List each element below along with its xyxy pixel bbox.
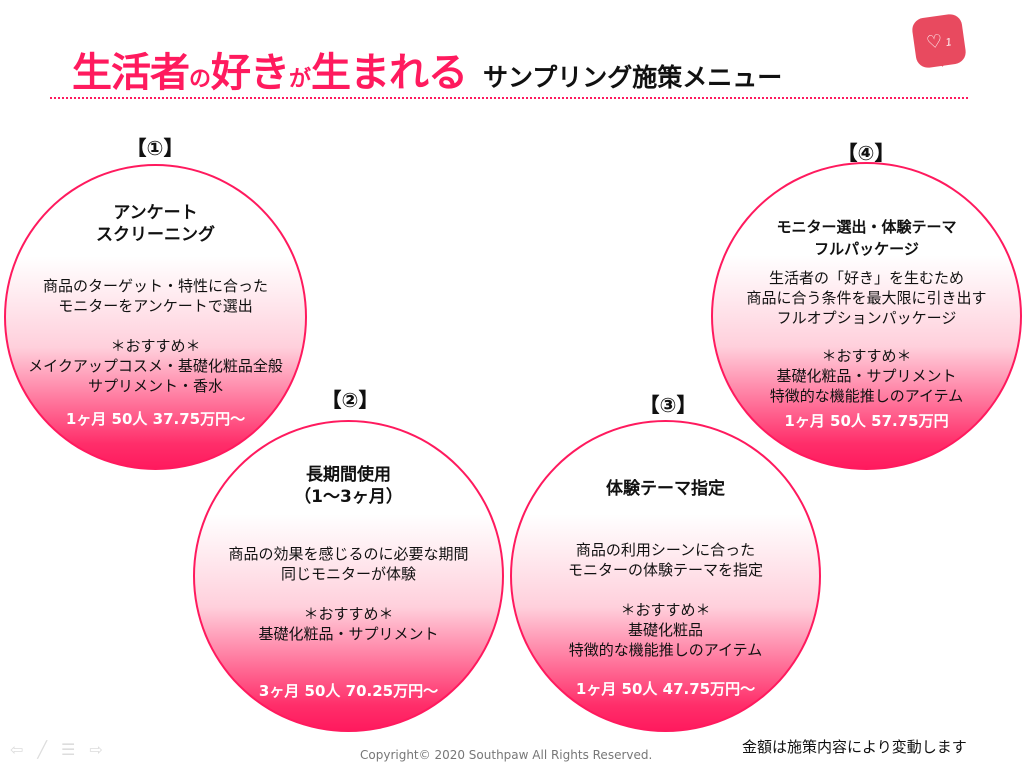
item-number: 【④】 [837,141,895,165]
menu-icon[interactable]: ☰ [61,740,76,759]
circle-text: 特徴的な機能推しのアイテム [568,641,763,659]
circle-text: 基礎化粧品・サプリメント [258,625,439,643]
circle-text: 商品のターゲット・特性に合った [42,277,268,295]
circle-text: メイクアップコスメ・基礎化粧品全般 [28,357,283,375]
circle-text: 生活者の「好き」を生むため [768,269,964,287]
item-number: 【①】 [126,136,184,160]
title-text: の [189,67,212,92]
title-text: 生まれる [311,50,468,96]
price-note: 金額は施策内容により変動します [742,738,967,756]
circle-text: ＊おすすめ＊ [110,337,201,355]
title-text: 生活者 [72,50,190,96]
circle-text: 基礎化粧品・サプリメント [776,367,957,385]
circle-text: フルオプションパッケージ [776,309,957,327]
circle-text: 同じモニターが体験 [280,565,416,583]
circle-title: フルパッケージ [814,240,919,258]
heart-icon: ♡ [924,30,944,54]
circle-title: （1〜3ヶ月） [294,487,403,507]
circle-title: アンケート [113,203,198,223]
circle-text: モニターをアンケートで選出 [58,297,253,315]
price: 1ヶ月 50人 47.75万円〜 [575,680,756,698]
menu-circle-4: モニター選出・体験テーマ フルパッケージ 生活者の「好き」を生むため 商品に合う… [711,162,1022,470]
like-badge: ♡1 [910,12,968,70]
item-number: 【②】 [321,388,379,412]
circle-text: 特徴的な機能推しのアイテム [769,387,964,405]
price: 1ヶ月 50人 37.75万円〜 [65,410,246,428]
item-number: 【③】 [639,393,697,417]
previous-arrow-icon[interactable]: ⇦ [10,740,24,759]
circle-title: 長期間使用 [306,465,391,485]
title-text: が [289,67,312,92]
subtitle: サンプリング施策メニュー [483,63,783,92]
circle-text: 基礎化粧品 [627,621,703,639]
circle-text: サプリメント・香水 [87,377,223,395]
next-arrow-icon[interactable]: ⇨ [89,740,103,759]
price: 3ヶ月 50人 70.25万円〜 [258,682,439,700]
menu-circle-2: 長期間使用 （1〜3ヶ月） 商品の効果を感じるのに必要な期間 同じモニターが体験… [193,420,504,732]
pen-icon[interactable]: ╱ [37,740,48,759]
menu-circle-3: 体験テーマ指定 商品の利用シーンに合った モニターの体験テーマを指定 ＊おすすめ… [510,420,821,732]
copyright: Copyright© 2020 Southpaw All Rights Rese… [360,748,653,762]
circle-text: ＊おすすめ＊ [303,605,394,623]
menu-circle-1: アンケート スクリーニング 商品のターゲット・特性に合った モニターをアンケート… [4,164,307,470]
page-title: 生活者の好きが生まれるサンプリング施策メニュー [72,40,782,98]
circle-text: モニターの体験テーマを指定 [567,561,763,579]
divider [50,97,968,99]
circle-text: ＊おすすめ＊ [821,347,912,365]
circle-title: スクリーニング [96,225,215,245]
circle-text: 商品の効果を感じるのに必要な期間 [228,545,469,563]
circle-text: 商品に合う条件を最大限に引き出す [746,289,987,307]
circle-title: 体験テーマ指定 [606,479,725,499]
like-count: 1 [944,36,953,49]
price: 1ヶ月 50人 57.75万円 [784,412,949,430]
slide-controls: ⇦ ╱ ☰ ⇨ [10,740,103,759]
circle-text: 商品の利用シーンに合った [575,541,756,559]
circle-text: ＊おすすめ＊ [620,601,711,619]
circle-title: モニター選出・体験テーマ [776,218,957,236]
title-text: 好き [211,50,290,96]
